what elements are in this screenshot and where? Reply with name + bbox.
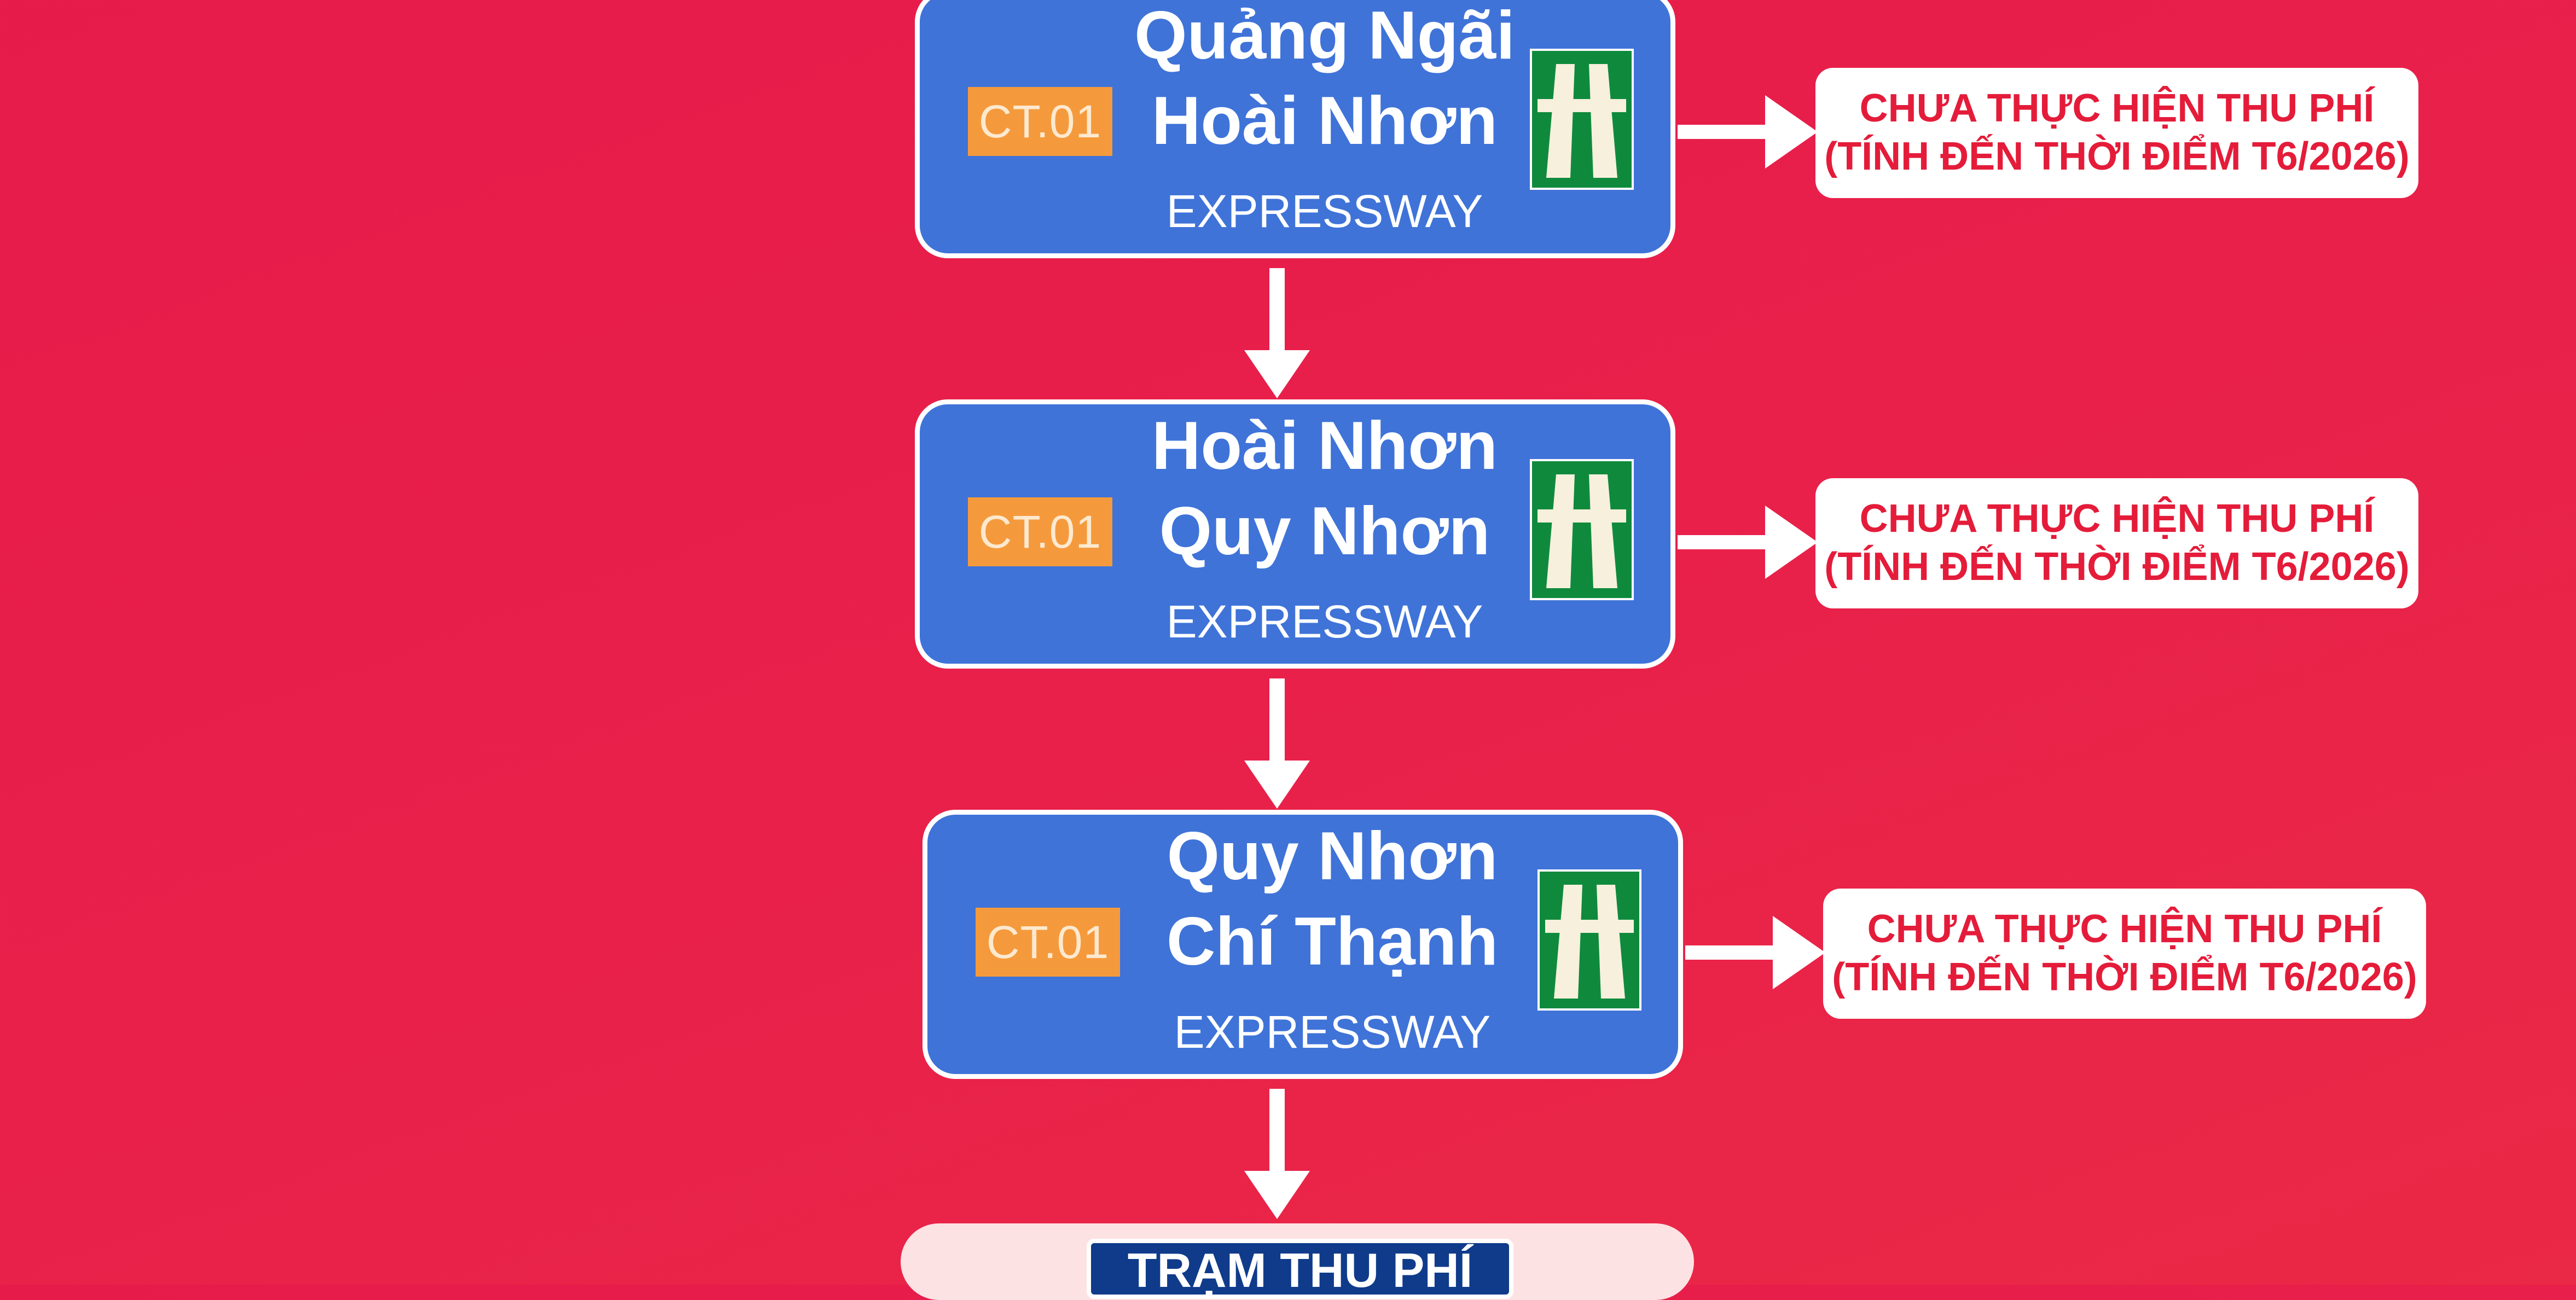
route-code-badge: CT.01 (976, 908, 1120, 977)
note-line-2: (TÍNH ĐẾN THỜI ĐIỂM T6/2026) (1832, 955, 2417, 999)
sign-line-1: Quy Nhơn (1167, 819, 1498, 894)
sign-type-label: EXPRESSWAY (1174, 1006, 1491, 1058)
note-line-1: CHƯA THỰC HIỆN THU PHÍ (1859, 86, 2375, 130)
sign-line-2: Quy Nhơn (1159, 494, 1490, 569)
sign-type-label: EXPRESSWAY (1166, 596, 1483, 647)
sign-line-1: Quảng Ngãi (1134, 0, 1515, 73)
sign-type-label: EXPRESSWAY (1166, 185, 1483, 237)
sign-line-1: Hoài Nhơn (1151, 408, 1498, 484)
expressway-sign-1: CT.01 Quảng Ngãi Hoài Nhơn EXPRESSWAY (915, 0, 1675, 258)
expressway-icon (1538, 869, 1641, 1011)
sign-line-2: Chí Thạnh (1166, 904, 1499, 979)
expressway-sign-3: CT.01 Quy Nhơn Chí Thạnh EXPRESSWAY (923, 810, 1683, 1079)
note-line-2: (TÍNH ĐẾN THỜI ĐIỂM T6/2026) (1824, 135, 2410, 178)
toll-status-note-2: CHƯA THỰC HIỆN THU PHÍ (TÍNH ĐẾN THỜI ĐI… (1815, 478, 2418, 608)
toll-status-note-3: CHƯA THỰC HIỆN THU PHÍ (TÍNH ĐẾN THỜI ĐI… (1823, 889, 2426, 1019)
route-code-badge: CT.01 (968, 497, 1112, 566)
expressway-sign-2: CT.01 Hoài Nhơn Quy Nhơn EXPRESSWAY (915, 399, 1675, 669)
route-code-badge: CT.01 (968, 87, 1112, 156)
expressway-icon (1530, 49, 1634, 190)
expressway-icon (1530, 459, 1634, 600)
toll-station-label: TRẠM THU PHÍ (1087, 1239, 1513, 1299)
note-line-2: (TÍNH ĐẾN THỜI ĐIỂM T6/2026) (1824, 545, 2410, 589)
toll-status-note-1: CHƯA THỰC HIỆN THU PHÍ (TÍNH ĐẾN THỜI ĐI… (1815, 68, 2418, 198)
note-line-1: CHƯA THỰC HIỆN THU PHÍ (1867, 907, 2382, 951)
note-line-1: CHƯA THỰC HIỆN THU PHÍ (1859, 497, 2375, 541)
sign-line-2: Hoài Nhơn (1151, 83, 1498, 159)
